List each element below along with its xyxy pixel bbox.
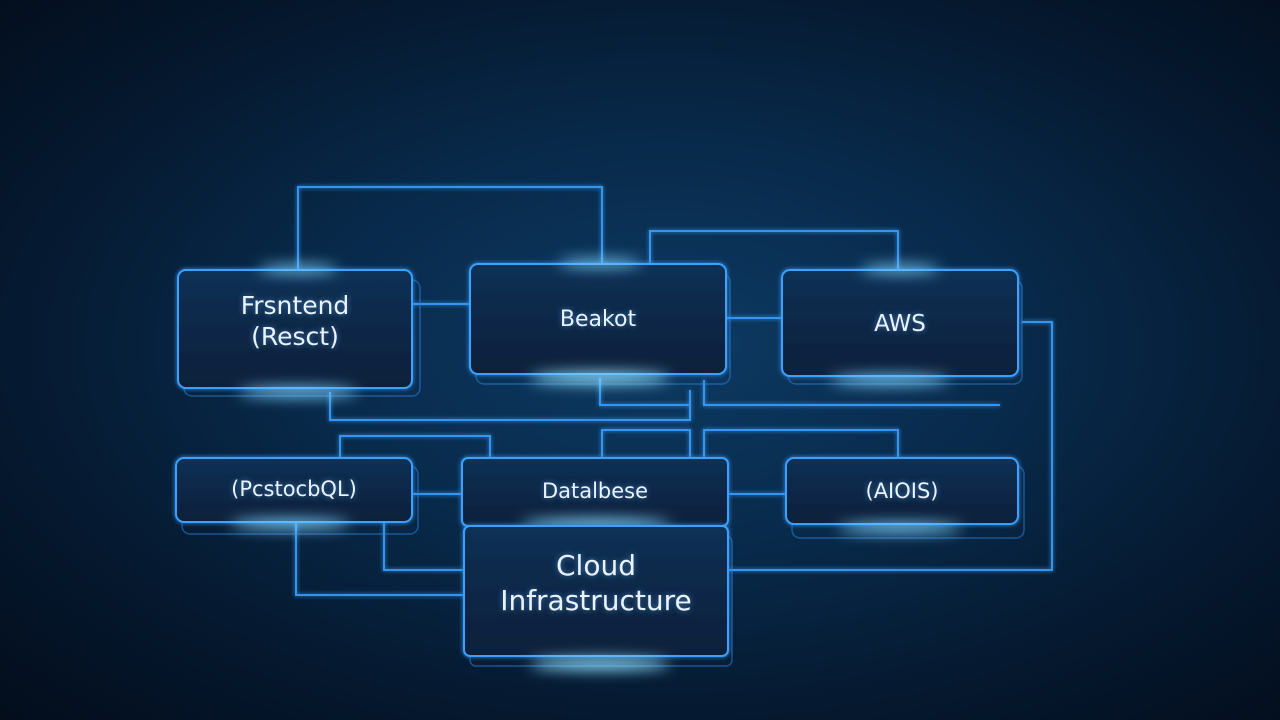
- frontend-label: Frsntend (Resct): [240, 291, 350, 352]
- node-frontend[interactable]: [177, 265, 421, 397]
- node-backend[interactable]: [469, 259, 731, 385]
- node-aiois[interactable]: [785, 457, 1025, 539]
- node-aws[interactable]: [781, 265, 1023, 385]
- postgres-label: (PcstocbQL): [231, 477, 357, 501]
- connector-backend-aws-top: [649, 230, 899, 270]
- connector-aws-outer-right: [728, 321, 1053, 571]
- connector-postgres-outer: [295, 520, 464, 596]
- connector-aws-bottom-bus: [703, 380, 1000, 406]
- connector-database-top-left: [601, 429, 691, 458]
- connectors: [295, 186, 1053, 596]
- connector-database-top-right: [703, 429, 899, 458]
- node-postgres[interactable]: [175, 457, 419, 535]
- connector-frontend-backend-top: [297, 186, 603, 270]
- aws-label: AWS: [874, 311, 926, 337]
- connector-backend-under: [599, 378, 690, 406]
- database-label: Datalbese: [541, 479, 649, 503]
- connector-postgres-down: [383, 520, 464, 571]
- connector-postgres-top: [339, 435, 491, 458]
- cloud-label: Cloud Infrastructure: [500, 549, 692, 617]
- aiois-label: (AIOIS): [865, 479, 939, 503]
- backend-label: Beakot: [559, 307, 637, 332]
- node-cloud[interactable]: [463, 525, 733, 670]
